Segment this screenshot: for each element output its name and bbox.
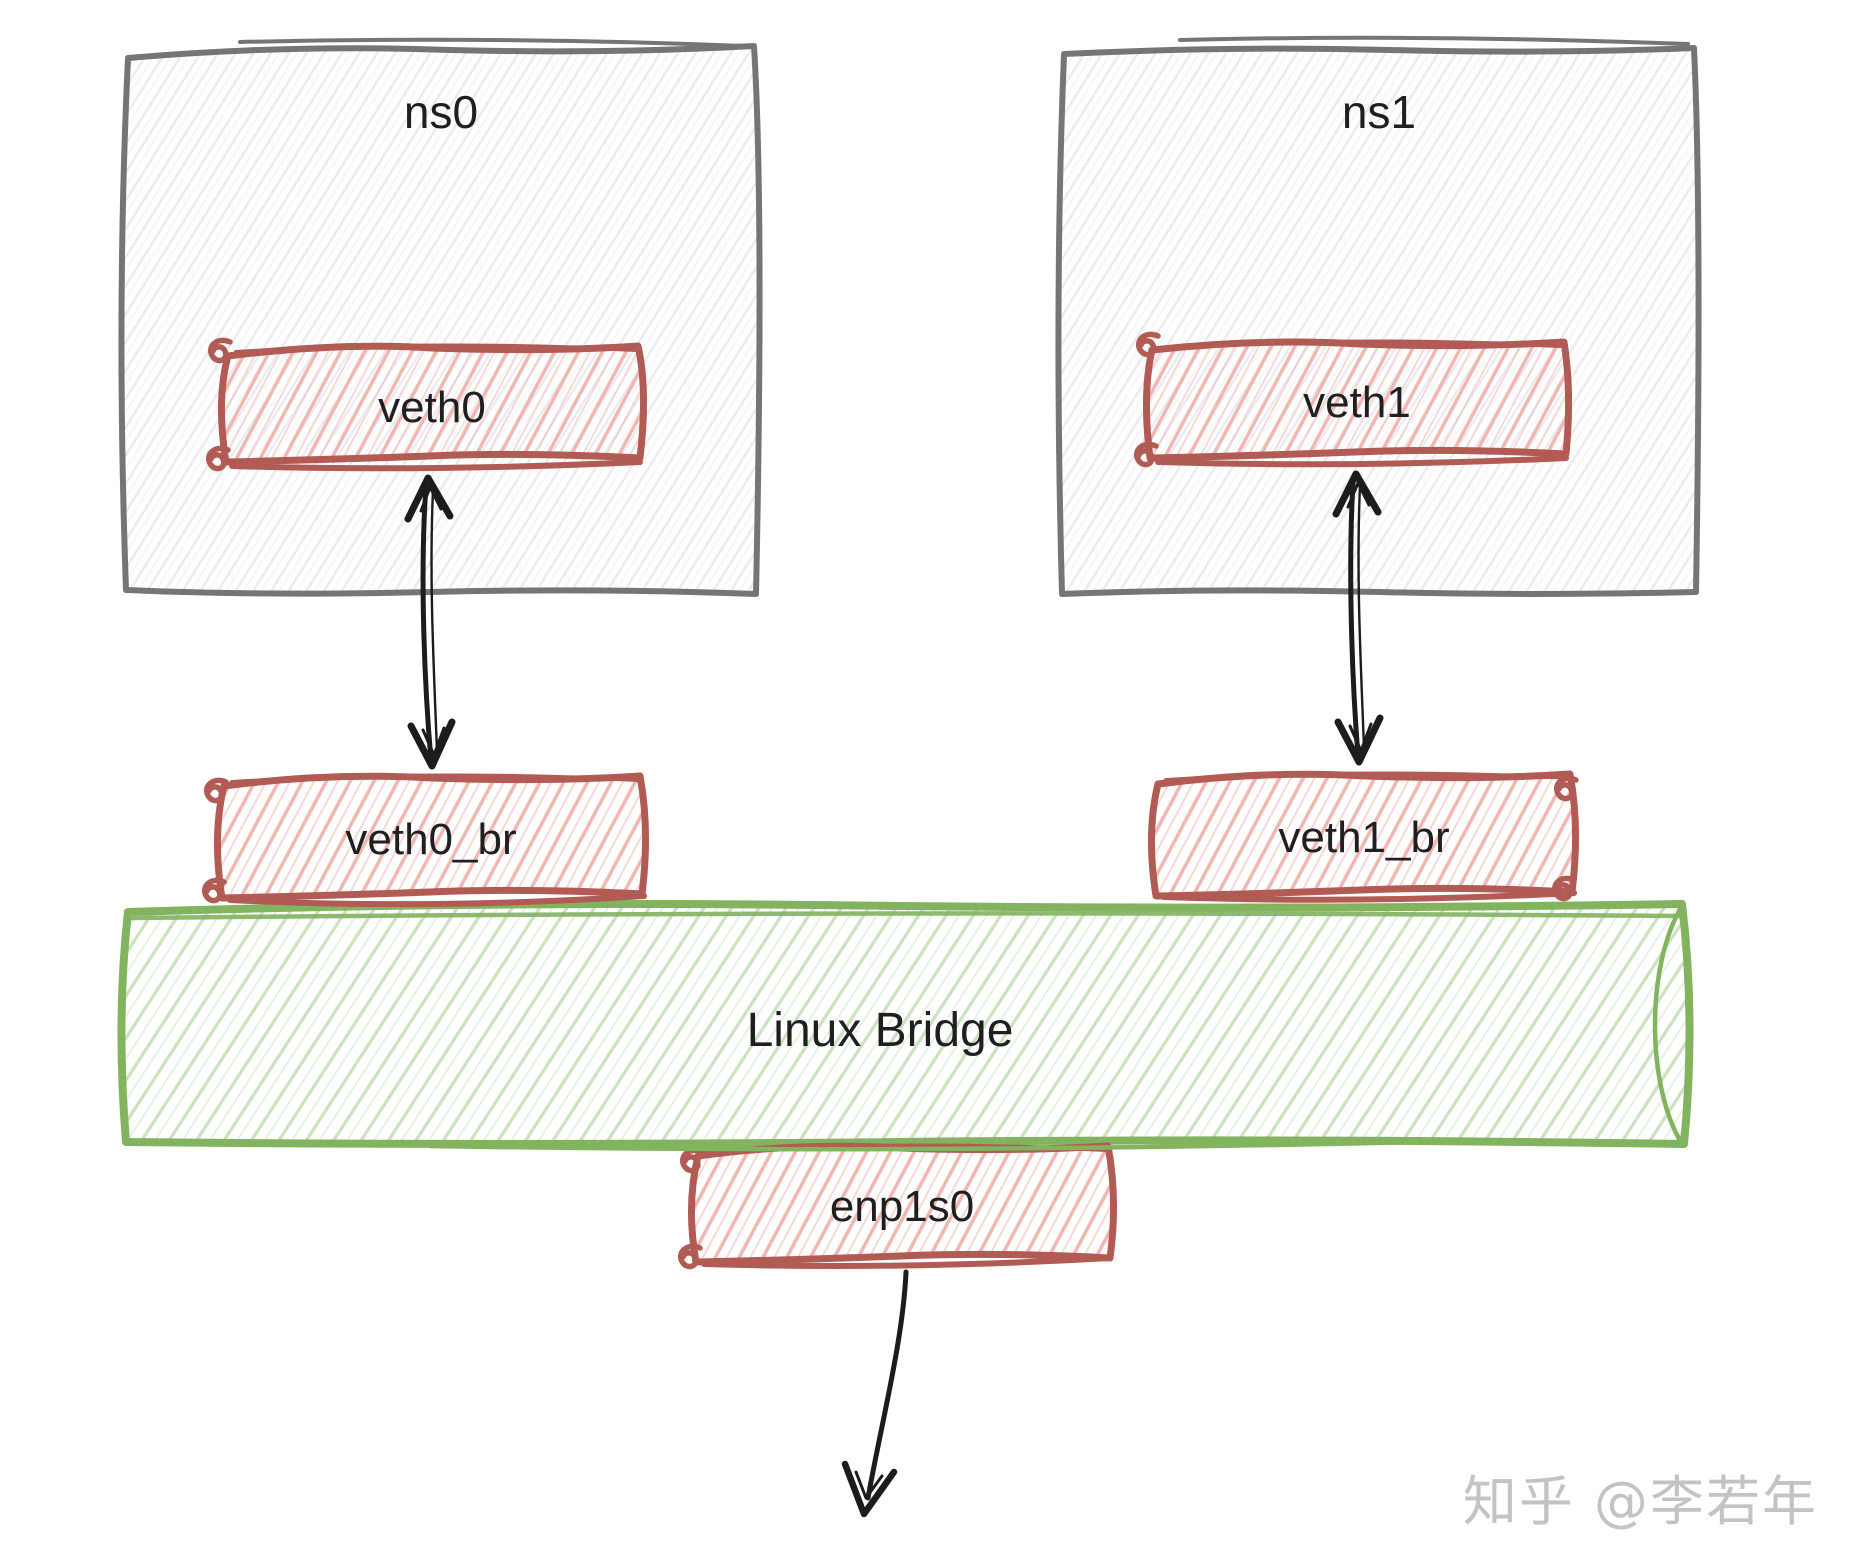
bridge-bottom-sketch-stroke: [427, 1139, 1423, 1152]
linux-bridge-label: Linux Bridge: [747, 1004, 1014, 1057]
veth0-br-corner-curl: [205, 880, 224, 900]
veth1-br-label: veth1_br: [1278, 813, 1449, 862]
ns0-label: ns0: [404, 86, 478, 138]
bridge-top-sketch-stroke: [129, 911, 1683, 921]
ns0-box: ns0: [118, 37, 763, 597]
arrowhead-up: [404, 474, 454, 523]
ns1-sketch-stroke: [1178, 35, 1690, 46]
veth0-br-corner-curl: [207, 780, 226, 800]
linux-bridge-node: Linux Bridge: [117, 900, 1694, 1148]
veth1-veth1br-arrow: [1332, 470, 1384, 766]
enp1s0-corner-curl: [681, 1246, 700, 1266]
veth0-label: veth0: [378, 383, 486, 432]
ns1-label: ns1: [1342, 86, 1416, 138]
bridge-cylinder-cap: [1652, 903, 1685, 1147]
veth0-br-node: veth0_br: [205, 772, 650, 908]
enp1s0-label: enp1s0: [830, 1182, 974, 1231]
veth0-veth0br-arrow: [404, 474, 456, 770]
veth1-node: veth1: [1137, 334, 1573, 464]
arrowhead-down: [407, 718, 456, 770]
ns0-sketch-stroke: [238, 37, 746, 48]
veth0-node: veth0: [209, 340, 648, 468]
veth0-br-label: veth0_br: [345, 815, 516, 864]
veth1-br-node: veth1_br: [1147, 770, 1580, 903]
enp1s0-external-arrow: [841, 1269, 909, 1518]
arrowhead-down: [841, 1460, 898, 1518]
arrowhead-down: [1334, 714, 1384, 766]
arrowhead-up: [1332, 470, 1382, 518]
veth1-label: veth1: [1303, 378, 1411, 427]
watermark-text: 知乎 @李若年: [1463, 1470, 1818, 1533]
enp1s0-node: enp1s0: [681, 1142, 1118, 1266]
